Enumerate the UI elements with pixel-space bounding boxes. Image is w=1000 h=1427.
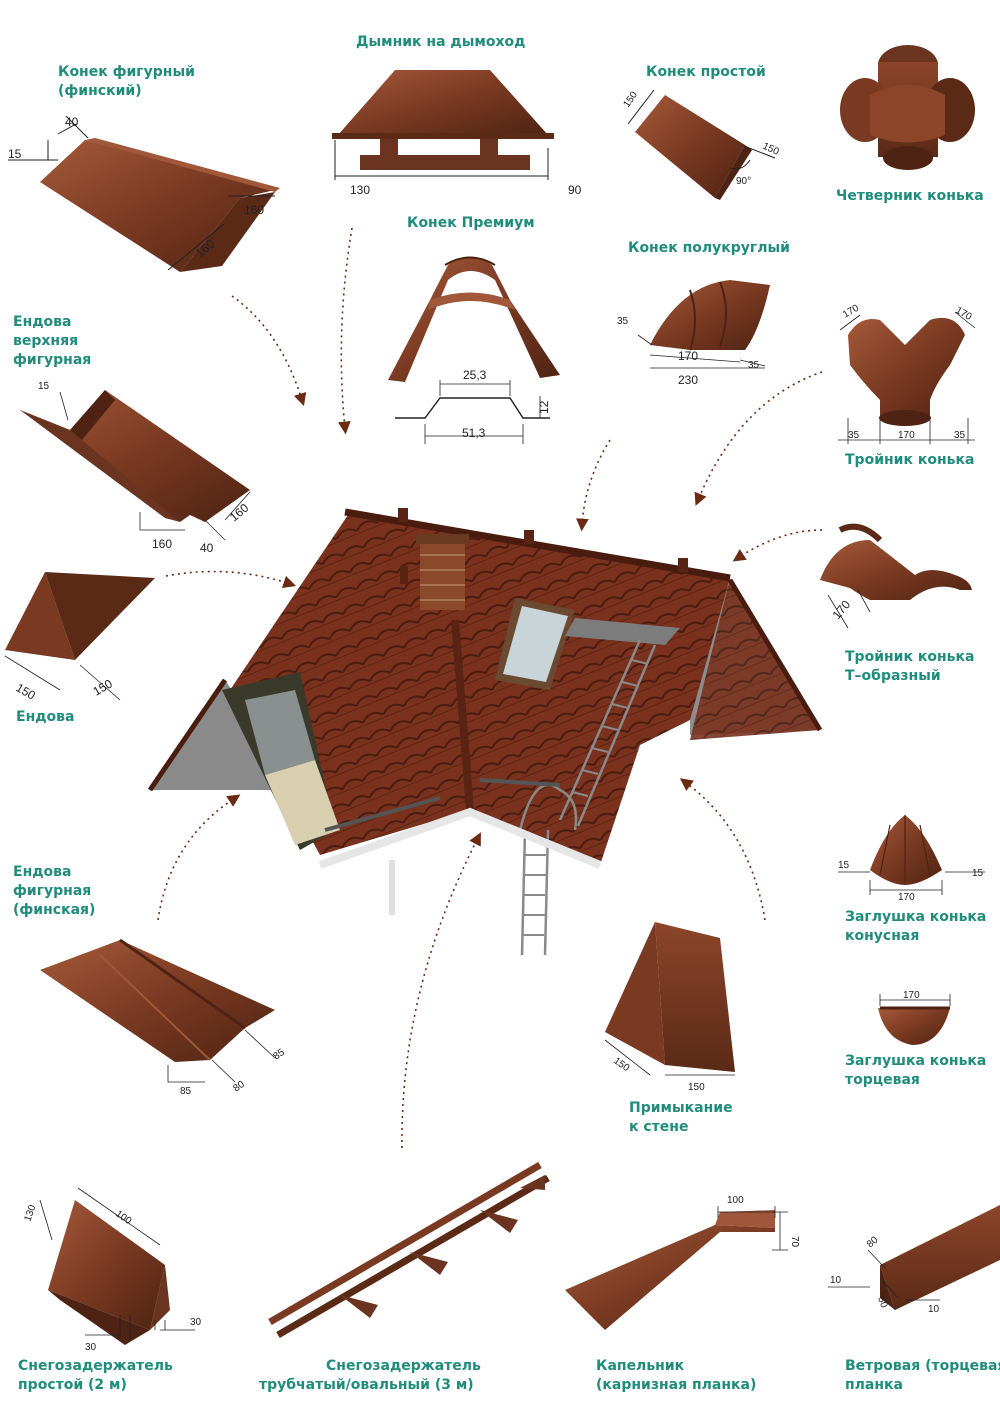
dymnik-image [332,70,554,170]
snegozaderzhatel-prostoy-image [48,1200,170,1345]
dotted-arrows [157,227,823,1149]
label-konek-figurny-line1: Конек фигурный [58,64,195,80]
label-snego-prost-line1: Снегозадержатель [18,1358,173,1374]
dim-ev-40: 40 [200,541,214,555]
dim-ev-160a: 160 [152,537,172,551]
dim-en-150b: 150 [91,676,116,698]
dim-tr-170b: 170 [954,305,974,323]
house-illustration [147,508,823,956]
label-dymnik: Дымник на дымоход [356,34,526,50]
dim-tr-170c: 170 [898,430,915,441]
label-primykanie-line2: к стене [629,1119,689,1135]
dim-pk-170: 170 [678,349,698,363]
dim-kf-15: 15 [8,147,22,161]
label-endova-fig-line3: (финская) [13,902,96,918]
dim-ev-15: 15 [38,381,50,392]
label-konek-polukrugly: Конек полукруглый [628,240,790,256]
dim-sp-30a: 30 [85,1342,97,1353]
dim-dym-90: 90 [568,183,582,197]
label-troynik-t-line1: Тройник конька [845,649,975,665]
dim-tr-170a: 170 [841,303,861,321]
troynik-image [848,317,965,426]
dim-ev-160b: 160 [227,500,252,524]
label-kapelnik-line2: (карнизная планка) [596,1377,757,1393]
snegozaderzhatel-trubchaty-image [268,1161,550,1339]
dim-en-150a: 150 [14,680,39,702]
dim-vt-10a: 10 [830,1275,842,1286]
label-zaglushka-kon-line2: конусная [845,928,920,944]
label-endova-verh-line1: Ендова [13,314,72,330]
label-vetrovaya-line1: Ветровая (торцевая) [845,1358,1000,1374]
label-vetrovaya-line2: планка [845,1377,903,1393]
dim-sp-30b: 30 [190,1317,202,1328]
kapelnik-image [565,1210,775,1330]
label-endova: Ендова [16,709,75,725]
dim-ka-70: 70 [789,1236,800,1248]
dim-kf-40: 40 [65,115,79,129]
primykanie-image [605,922,735,1072]
label-snego-trub-line1: Снегозадержатель [326,1358,481,1374]
dim-pk-230: 230 [678,373,698,387]
dim-vt-50: 50 [875,1295,889,1310]
dim-kp-90: 90° [736,176,751,187]
dim-kp-150b: 150 [761,141,781,158]
label-konek-figurny-line2: (финский) [58,83,142,99]
dim-ka-100: 100 [727,1195,744,1206]
label-endova-fig-line2: фигурная [13,883,92,899]
dim-dym-130: 130 [350,183,370,197]
konek-figurny-image [40,138,280,272]
label-konek-premium: Конек Премиум [407,215,535,231]
label-chetvernik: Четверник конька [836,188,984,204]
konek-premium-image [388,256,560,382]
dim-vt-80: 80 [865,1234,881,1250]
label-zaglushka-tor-line2: торцевая [845,1072,920,1088]
konek-polukrugly-image [650,280,770,351]
troynik-t-image [820,523,972,600]
dim-zt-170: 170 [903,990,920,1001]
label-endova-fig-line1: Ендова [13,864,72,880]
label-endova-verh-line2: верхняя [13,333,79,349]
dim-pk-35b: 35 [748,360,760,371]
dim-tr-35b: 35 [954,430,966,441]
dim-pk-35a: 35 [617,316,629,327]
dim-pr-253: 25,3 [463,368,487,382]
konek-prostoy-image [635,95,752,200]
dim-pm-150b: 150 [688,1082,705,1093]
vetrovaya-image [880,1205,1000,1310]
label-snego-prost-line2: простой (2 м) [18,1377,127,1393]
dim-zk-15a: 15 [838,860,850,871]
endova-figurnaya-image [40,938,275,1062]
label-zaglushka-tor-line1: Заглушка конька [845,1053,987,1069]
label-troynik-t-line2: Т–образный [845,668,941,684]
label-endova-verh-line3: фигурная [13,352,92,368]
endova-verhnyaya-image [20,390,250,522]
dim-zk-15b: 15 [972,868,984,879]
dim-pr-513: 51,3 [462,426,486,440]
label-primykanie-line1: Примыкание [629,1100,733,1116]
endova-image [5,572,155,660]
label-snego-trub-line2: трубчатый/овальный (3 м) [259,1377,474,1393]
dim-kp-150a: 150 [621,89,640,109]
label-konek-prostoy: Конек простой [646,64,766,80]
dim-kf-160a: 160 [244,203,264,217]
dim-ef-85b: 85 [271,1047,287,1063]
zaglushka-torcevaya-image [878,1006,950,1045]
dim-vt-10b: 10 [928,1304,940,1315]
chetvernik-image [840,45,975,170]
label-kapelnik-line1: Капельник [596,1358,685,1374]
dim-zk-170: 170 [898,892,915,903]
zaglushka-konusnaya-image [870,815,942,885]
label-troynik: Тройник конька [845,452,975,468]
dim-sp-130: 130 [22,1203,38,1223]
label-zaglushka-kon-line1: Заглушка конька [845,909,987,925]
dim-ef-85a: 85 [180,1086,192,1097]
dim-tt-170: 170 [830,597,854,622]
dim-pr-12: 12 [537,400,551,414]
dim-tr-35a: 35 [848,430,860,441]
